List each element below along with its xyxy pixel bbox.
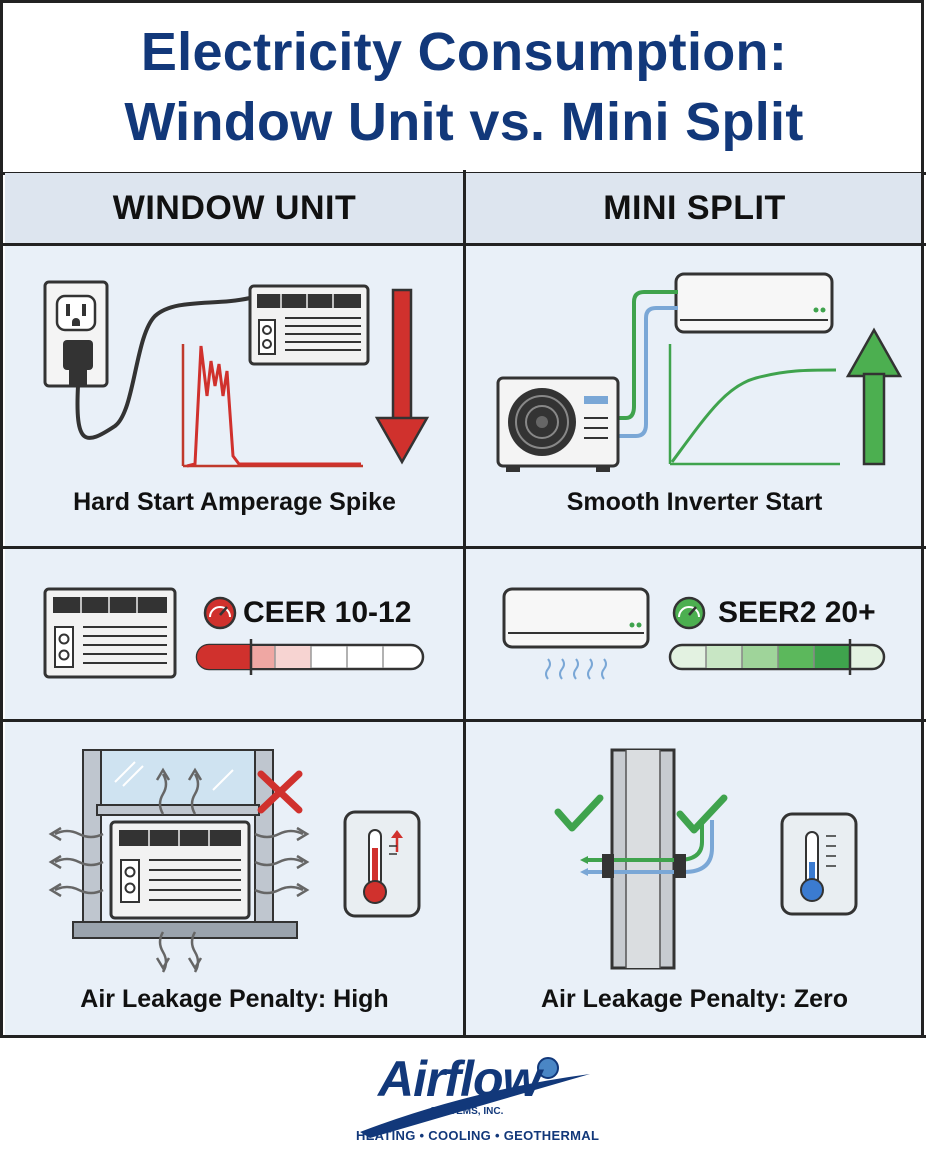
leakage-zero-illustration: [554, 748, 858, 970]
ceer-rating-label: CEER 10-12: [243, 596, 412, 629]
row-divider-3: [2, 719, 926, 722]
airflow-logo-tagline: HEATING • COOLING • GEOTHERMAL: [356, 1128, 600, 1143]
window-ac-unit-icon: [109, 820, 251, 920]
window-ac-unit-icon: [43, 587, 177, 679]
column-header-window-unit-label: WINDOW UNIT: [112, 188, 357, 227]
cell-leakage-zero: Air Leakage Penalty: Zero: [466, 722, 923, 1035]
wall-outlet-icon: [43, 280, 109, 388]
airflow-logo-name: Airflow: [378, 1051, 541, 1107]
hot-thermometer-icon: [343, 810, 421, 918]
leakage-high-caption: Air Leakage Penalty: High: [80, 985, 389, 1013]
cell-hard-start: Hard Start Amperage Spike: [5, 246, 464, 546]
mini-split-indoor-unit-icon: [502, 587, 650, 649]
cool-air-waves-icon: [545, 658, 607, 680]
red-x-icon: [257, 770, 303, 814]
cell-leakage-high: Air Leakage Penalty: High: [5, 722, 464, 1035]
mini-split-indoor-unit-icon: [674, 272, 834, 334]
title-line-1: Electricity Consumption:: [140, 22, 788, 82]
footer: [0, 1038, 928, 1152]
cell-ceer-rating: CEER 10-12: [5, 549, 464, 719]
ceer-illustration: [43, 587, 425, 679]
hard-start-caption: Hard Start Amperage Spike: [73, 488, 396, 516]
column-header-window-unit: WINDOW UNIT: [5, 173, 464, 243]
leaking-air-arrows-icon: [48, 767, 310, 973]
window-frame-icon: [72, 749, 298, 939]
column-header-mini-split-label: MINI SPLIT: [603, 188, 786, 227]
seer2-illustration: [502, 587, 886, 680]
airflow-logo-company: SYSTEMS, INC.: [430, 1106, 504, 1117]
title-block: Electricity Consumption: Window Unit vs.…: [2, 2, 926, 175]
hard-start-illustration: [43, 280, 430, 468]
soft-start-curve-graph: [668, 344, 840, 466]
red-gauge-icon: [203, 596, 237, 630]
cell-smooth-start: Smooth Inverter Start: [466, 246, 923, 546]
red-down-arrow-icon: [374, 288, 430, 465]
green-gauge-icon: [672, 596, 706, 630]
seer2-rating-bar: [668, 639, 886, 675]
seer2-rating-label: SEER2 20+: [718, 596, 876, 629]
smooth-start-illustration: [496, 272, 903, 472]
airflow-logo-swoosh: [360, 1057, 590, 1138]
row-divider-1: [2, 243, 926, 246]
title-line-2: Window Unit vs. Mini Split: [124, 92, 804, 152]
leakage-high-illustration: [48, 749, 421, 973]
outdoor-condenser-icon: [496, 376, 620, 472]
row-divider-2: [2, 546, 926, 549]
green-check-icon: [554, 794, 728, 834]
cool-thermometer-icon: [780, 812, 858, 916]
cell-seer2-rating: SEER2 20+: [466, 549, 923, 719]
green-up-arrow-icon: [845, 327, 903, 466]
amperage-spike-graph: [181, 344, 363, 468]
row-divider-4: [2, 1035, 926, 1038]
column-header-mini-split: MINI SPLIT: [466, 173, 923, 243]
column-divider: [463, 170, 466, 1038]
smooth-start-caption: Smooth Inverter Start: [566, 488, 823, 516]
refrigerant-lines-icon: [580, 820, 714, 878]
window-ac-unit-icon: [248, 284, 370, 366]
ceer-rating-bar: [195, 639, 425, 675]
leakage-zero-caption: Air Leakage Penalty: Zero: [540, 985, 849, 1013]
